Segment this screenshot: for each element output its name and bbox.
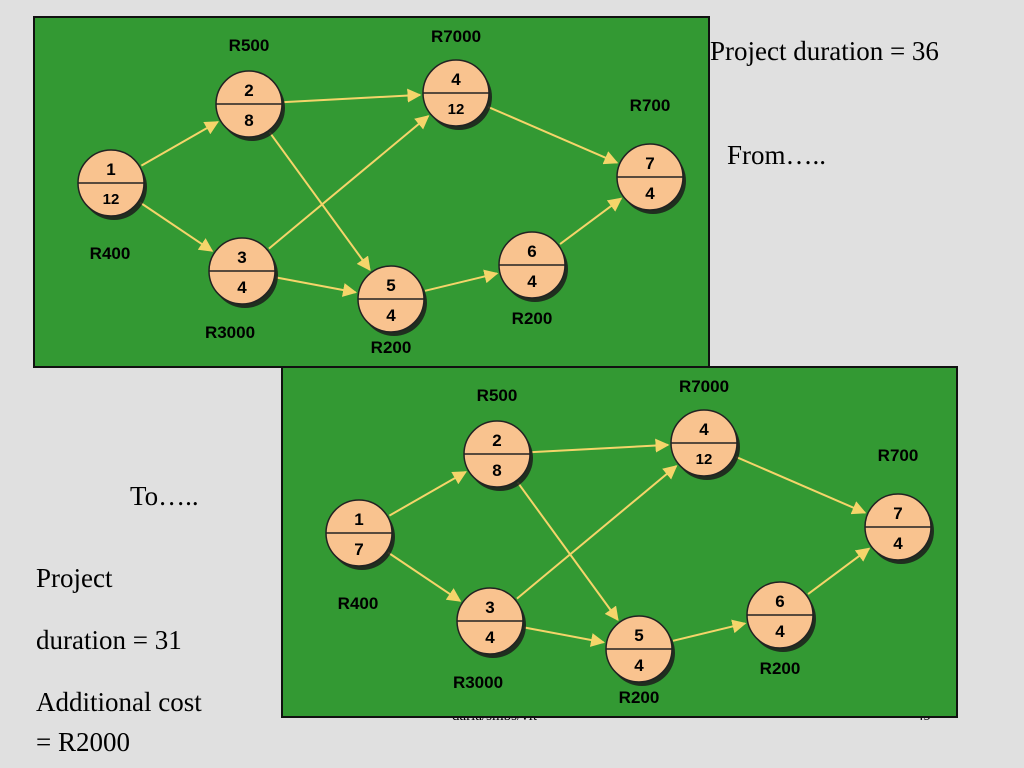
activity-node-4: 4 12 <box>422 59 492 130</box>
cost-label-1: R400 <box>338 594 379 613</box>
node-duration: 4 <box>645 184 655 203</box>
cost-label-7: R700 <box>878 446 919 465</box>
node-duration: 8 <box>244 111 253 130</box>
node-id: 2 <box>244 81 253 100</box>
cost-label-7: R700 <box>630 96 671 115</box>
node-duration: 4 <box>775 622 785 641</box>
arrow-2-4 <box>283 88 422 104</box>
arrow-6-7 <box>559 197 623 245</box>
network-diagram-to: 17R40028R50034R3000412R700054R20064R2007… <box>325 377 934 707</box>
activity-node-5: 54 <box>605 615 675 686</box>
activity-node-2: 28 <box>463 420 533 491</box>
node-duration: 12 <box>103 191 120 208</box>
node-duration: 12 <box>448 101 465 118</box>
node-id: 6 <box>775 592 784 611</box>
arrow-3-5 <box>276 276 357 297</box>
node-id: 3 <box>237 248 246 267</box>
node-duration: 7 <box>354 540 363 559</box>
activity-node-4: 4 12 <box>670 409 740 480</box>
activity-node-7: 74 <box>864 493 934 564</box>
cost-label-4: R7000 <box>431 27 481 46</box>
arrow-1-2 <box>388 471 467 517</box>
node-duration: 4 <box>386 306 396 325</box>
arrow-4-7 <box>487 105 619 165</box>
node-id: 1 <box>106 160 115 179</box>
node-id: 4 <box>451 70 461 89</box>
node-id: 5 <box>634 626 643 645</box>
arrow-1-3 <box>387 551 462 602</box>
node-id: 5 <box>386 276 395 295</box>
node-duration: 4 <box>485 628 495 647</box>
arrow-5-6 <box>424 269 499 292</box>
activity-node-3: 34 <box>208 237 278 308</box>
arrow-1-2 <box>140 121 219 167</box>
activity-node-1: 1 12 <box>77 149 147 220</box>
activity-node-3: 34 <box>456 587 526 658</box>
cost-label-3: R3000 <box>453 673 503 692</box>
arrow-6-7 <box>807 547 871 595</box>
activity-node-6: 64 <box>746 581 816 652</box>
node-id: 7 <box>893 504 902 523</box>
node-id: 6 <box>527 242 536 261</box>
arrow-1-3 <box>139 201 214 252</box>
cost-label-6: R200 <box>512 309 553 328</box>
from-label: From….. <box>727 140 827 170</box>
node-id: 2 <box>492 431 501 450</box>
activity-node-7: 74 <box>616 143 686 214</box>
cost-label-3: R3000 <box>205 323 255 342</box>
network-diagram-from: 112R40028R50034R3000412R700054R20064R200… <box>77 27 686 357</box>
arrow-2-4 <box>531 438 670 454</box>
cost-label-2: R500 <box>229 36 270 55</box>
node-id: 1 <box>354 510 363 529</box>
project-duration-from: Project duration = 36 <box>710 36 939 66</box>
cost-label-5: R200 <box>371 338 412 357</box>
arrow-3-4 <box>268 115 430 250</box>
activity-node-1: 17 <box>325 499 395 570</box>
cost-label-1: R400 <box>90 244 131 263</box>
node-duration: 4 <box>527 272 537 291</box>
node-duration: 4 <box>634 656 644 675</box>
node-duration: 4 <box>237 278 247 297</box>
cost-label-2: R500 <box>477 386 518 405</box>
node-duration: 4 <box>893 534 903 553</box>
cost-label-6: R200 <box>760 659 801 678</box>
arrow-2-5 <box>268 131 371 272</box>
cost-label-5: R200 <box>619 688 660 707</box>
node-id: 7 <box>645 154 654 173</box>
arrow-4-7 <box>735 455 867 515</box>
node-duration: 8 <box>492 461 501 480</box>
node-duration: 12 <box>696 451 713 468</box>
project-label: Project <box>36 563 113 593</box>
arrow-2-5 <box>516 481 619 622</box>
arrow-5-6 <box>672 619 747 642</box>
node-id: 4 <box>699 420 709 439</box>
arrow-3-4 <box>516 465 678 600</box>
additional-cost-value: = R2000 <box>36 727 130 757</box>
activity-node-2: 28 <box>215 70 285 141</box>
cost-label-4: R7000 <box>679 377 729 396</box>
activity-node-5: 54 <box>357 265 427 336</box>
activity-node-6: 64 <box>498 231 568 302</box>
arrow-3-5 <box>524 626 605 647</box>
node-id: 3 <box>485 598 494 617</box>
additional-cost-label: Additional cost <box>36 687 202 717</box>
to-label: To….. <box>130 481 199 511</box>
duration-to-label: duration = 31 <box>36 625 182 655</box>
